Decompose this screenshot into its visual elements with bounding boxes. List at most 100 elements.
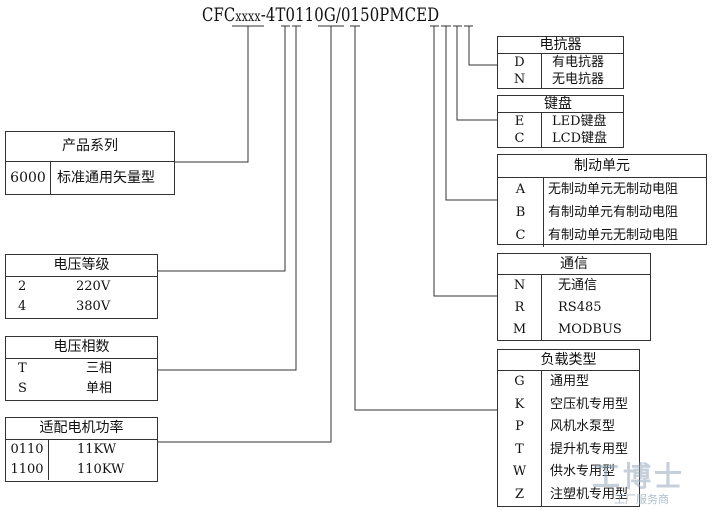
table-row: A 无制动单元无制动电阻 — [498, 178, 706, 201]
leader-brake-unit — [445, 26, 497, 201]
option-code: R — [498, 297, 542, 319]
option-code: T — [498, 438, 542, 461]
brake-unit-box: 制动单元 A 无制动单元无制动电阻 B 有制动单元有制动电阻 C 有制动单元无制… — [497, 154, 707, 247]
option-code: 4 — [18, 299, 27, 314]
table-row: C LCD键盘 — [498, 130, 623, 147]
product-series-title: 产品系列 — [6, 132, 174, 162]
table-row: M MODBUS — [498, 319, 650, 341]
option-desc: 有制动单元有制动电阻 — [548, 205, 679, 220]
table-row: D 有电抗器 — [498, 54, 623, 71]
communication-box: 通信 N 无通信 R RS485 M MODBUS — [497, 253, 651, 341]
option-code: A — [498, 178, 544, 201]
table-row: G 通用型 — [498, 371, 639, 394]
table-row: 4 380V — [6, 297, 157, 317]
table-row: 6000 标准通用矢量型 — [6, 162, 174, 194]
option-desc: 220V — [76, 279, 111, 294]
voltage-level-title: 电压等级 — [6, 255, 157, 277]
table-row: N 无通信 — [498, 275, 650, 297]
option-desc: 供水专用型 — [550, 464, 616, 479]
leader-product-series — [175, 26, 249, 163]
keypad-title: 键盘 — [498, 96, 623, 113]
table-row: E LED键盘 — [498, 113, 623, 130]
load-type-title: 负载类型 — [498, 350, 639, 371]
leader-motor-power — [158, 26, 332, 443]
option-desc: 无通信 — [558, 278, 598, 293]
option-code: W — [498, 461, 542, 484]
option-desc: 风机水泵型 — [550, 419, 616, 434]
leader-communication — [433, 26, 497, 297]
option-code: N — [498, 71, 542, 88]
option-desc: 110KW — [77, 462, 125, 477]
table-row: W 供水专用型 — [498, 461, 639, 484]
option-desc: 无电抗器 — [552, 72, 605, 87]
option-desc: RS485 — [558, 300, 602, 315]
option-code: 0110 — [6, 440, 49, 460]
product-series-box: 产品系列 6000 标准通用矢量型 — [5, 131, 175, 195]
option-code: P — [498, 416, 542, 439]
motor-power-box: 适配电机功率 0110 11KW 1100 110KW — [5, 417, 158, 482]
option-desc: 有电抗器 — [552, 55, 605, 70]
table-row: 2 220V — [6, 277, 157, 297]
voltage-level-box: 电压等级 2 220V 4 380V — [5, 254, 158, 319]
option-desc: 有制动单元无制动电阻 — [548, 228, 679, 243]
brake-unit-title: 制动单元 — [498, 155, 706, 178]
model-rest: -4T0110G/0150PMCED — [260, 4, 440, 26]
option-desc: 单相 — [86, 381, 113, 396]
option-desc: MODBUS — [558, 322, 622, 337]
option-desc: 11KW — [77, 442, 117, 457]
table-row: T 三相 — [6, 359, 157, 379]
option-desc: 注塑机专用型 — [550, 486, 629, 502]
option-desc: LED键盘 — [552, 114, 607, 129]
option-code: D — [498, 54, 542, 71]
option-code: G — [498, 371, 542, 394]
leader-keypad — [456, 26, 497, 121]
reactor-box: 电抗器 D 有电抗器 N 无电抗器 — [497, 36, 624, 89]
option-desc: 通用型 — [550, 374, 590, 389]
table-row: N 无电抗器 — [498, 71, 623, 88]
load-type-box: 负载类型 G 通用型 K 空压机专用型 P 风机水泵型 T 提升机专用型 W 供… — [497, 349, 640, 507]
table-row: B 有制动单元有制动电阻 — [498, 201, 706, 224]
option-desc: 提升机专用型 — [550, 441, 629, 457]
option-code: B — [498, 201, 544, 224]
table-row: P 风机水泵型 — [498, 416, 639, 439]
model-code: CFCxxxx-4T0110G/0150PMCED — [202, 4, 439, 28]
option-code: 1100 — [6, 460, 49, 480]
option-code: 2 — [18, 279, 27, 294]
option-code: S — [18, 381, 27, 396]
option-code: T — [18, 361, 27, 376]
table-row: 1100 110KW — [6, 460, 157, 480]
option-code: E — [498, 113, 542, 130]
option-code: M — [498, 319, 542, 341]
table-row: C 有制动单元无制动电阻 — [498, 224, 706, 247]
table-row: Z 注塑机专用型 — [498, 483, 639, 506]
voltage-phase-title: 电压相数 — [6, 337, 157, 359]
model-series-placeholder: xxxx — [235, 9, 261, 25]
option-desc: 标准通用矢量型 — [57, 170, 155, 186]
option-code: C — [498, 224, 544, 247]
voltage-phase-box: 电压相数 T 三相 S 单相 — [5, 336, 158, 401]
table-row: 0110 11KW — [6, 440, 157, 460]
option-code: C — [498, 130, 542, 147]
keypad-box: 键盘 E LED键盘 C LCD键盘 — [497, 95, 624, 148]
option-code: N — [498, 275, 542, 297]
table-row: R RS485 — [498, 297, 650, 319]
option-desc: 无制动单元无制动电阻 — [548, 182, 679, 197]
leader-load-type — [354, 26, 497, 411]
motor-power-title: 适配电机功率 — [6, 418, 157, 440]
table-row: K 空压机专用型 — [498, 393, 639, 416]
option-desc: 三相 — [86, 361, 113, 376]
option-desc: 空压机专用型 — [550, 396, 629, 412]
leader-reactor — [468, 26, 497, 66]
table-row: S 单相 — [6, 379, 157, 399]
option-desc: LCD键盘 — [552, 131, 608, 146]
reactor-title: 电抗器 — [498, 37, 623, 54]
option-desc: 380V — [76, 299, 111, 314]
option-code: Z — [498, 483, 542, 506]
leader-voltage-level — [158, 26, 286, 272]
table-row: T 提升机专用型 — [498, 438, 639, 461]
leader-voltage-phase — [158, 26, 297, 371]
communication-title: 通信 — [498, 254, 650, 275]
model-prefix: CFC — [202, 4, 236, 26]
option-code: K — [498, 393, 542, 416]
